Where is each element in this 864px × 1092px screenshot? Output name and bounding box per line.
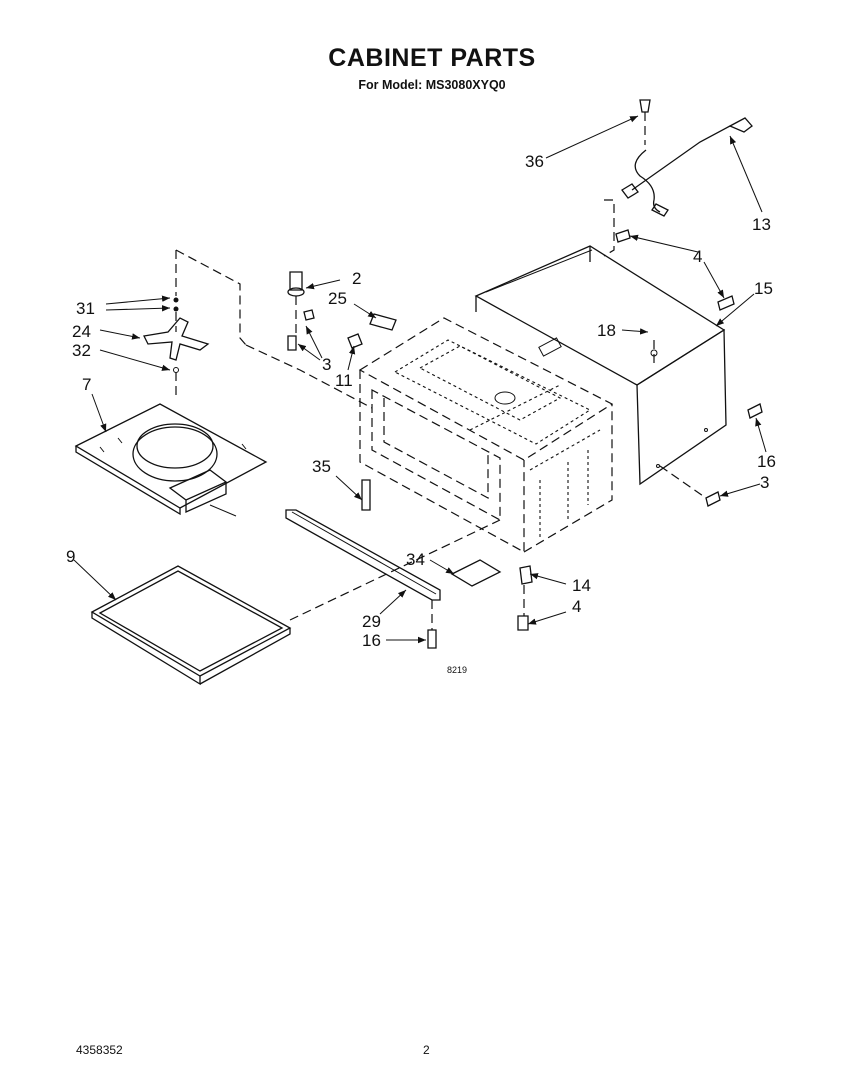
- part-number: 4358352: [76, 1043, 123, 1057]
- callout-31: 31: [76, 299, 95, 318]
- power-cord-drawing: [621, 117, 753, 217]
- callout-24: 24: [72, 322, 91, 341]
- page-number: 2: [423, 1043, 430, 1057]
- callout-labels: 36 13 4 15 18 16 3 2 25 3 11 31 24 32 7 …: [66, 152, 776, 650]
- callout-14: 14: [572, 576, 591, 595]
- model-subtitle: For Model: MS3080XYQ0: [358, 78, 506, 92]
- callout-35: 35: [312, 457, 331, 476]
- callout-16-right: 16: [757, 452, 776, 471]
- callout-18: 18: [597, 321, 616, 340]
- callout-4-top: 4: [693, 247, 702, 266]
- callout-11: 11: [335, 371, 353, 390]
- plate-drawing: [450, 559, 502, 587]
- bottom-strip-drawing: [285, 509, 441, 601]
- callout-2: 2: [352, 269, 361, 288]
- callout-3-left: 3: [322, 355, 331, 374]
- tray-drawing: [90, 565, 292, 686]
- callout-32: 32: [72, 341, 91, 360]
- callout-4-bottom: 4: [572, 597, 581, 616]
- oven-chassis-drawing: [358, 317, 614, 554]
- stirrer-tray-drawing: [74, 403, 268, 517]
- callout-7: 7: [82, 375, 91, 394]
- callout-29: 29: [362, 612, 381, 631]
- leader-arrows: [73, 115, 767, 644]
- cabinet-wrapper-drawing: [474, 245, 727, 486]
- hardware-drawing: [287, 99, 763, 649]
- callout-13: 13: [752, 215, 771, 234]
- page-title: CABINET PARTS: [328, 44, 536, 72]
- callout-25: 25: [328, 289, 347, 308]
- alignment-lines: [175, 112, 707, 630]
- drawing-number: 8219: [447, 665, 468, 675]
- callout-3-right: 3: [760, 473, 769, 492]
- callout-34: 34: [406, 550, 425, 569]
- callout-16-bottom: 16: [362, 631, 381, 650]
- callout-15: 15: [754, 279, 773, 298]
- callout-36: 36: [525, 152, 544, 171]
- callout-9: 9: [66, 547, 75, 566]
